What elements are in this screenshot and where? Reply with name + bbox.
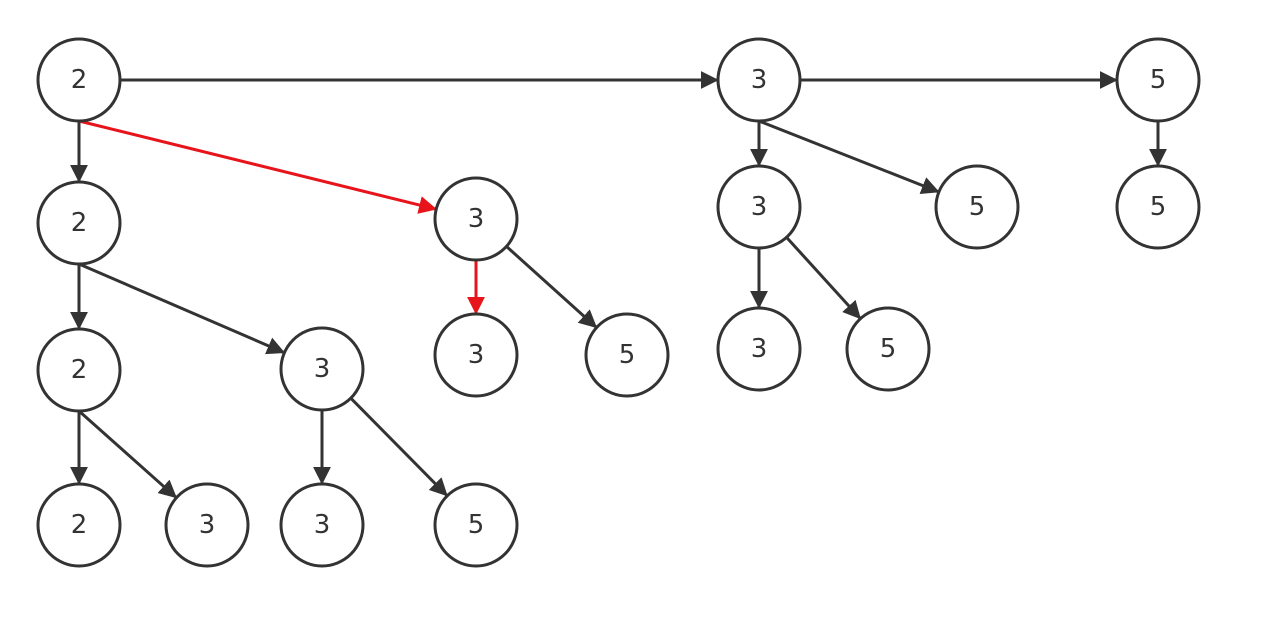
node-label: 3 [468,340,485,370]
node-circle [584,312,670,398]
node-circle [36,482,122,568]
tree-node-n8: 5 [1115,164,1201,250]
tree-node-n11: 3 [433,312,519,398]
node-circle [1115,37,1201,123]
node-label: 5 [619,340,636,370]
tree-node-n6: 3 [716,164,802,250]
node-label: 2 [71,355,88,385]
tree-node-n7: 5 [934,164,1020,250]
node-circle [279,482,365,568]
nodes-layer: 2 3 5 2 3 3 5 5 2 3 3 5 3 5 2 3 3 5 [36,37,1201,568]
highlighted-edge-n1-n5 [78,119,437,214]
tree-node-n12: 5 [584,312,670,398]
node-circle [934,164,1020,250]
node-circle [845,306,931,392]
tree-node-n13: 3 [716,306,802,392]
node-circle [36,37,122,123]
node-circle [164,482,250,568]
node-label: 3 [314,354,331,384]
node-circle [36,327,122,413]
edge-n10-n18 [349,397,448,497]
node-circle [716,37,802,123]
node-label: 5 [1150,192,1167,222]
node-label: 3 [751,334,768,364]
node-label: 3 [751,65,768,95]
node-label: 2 [71,65,88,95]
tree-node-n18: 5 [433,482,519,568]
node-label: 5 [468,510,485,540]
node-circle [433,176,519,262]
tree-node-n14: 5 [845,306,931,392]
node-circle [716,164,802,250]
node-circle [433,482,519,568]
tree-node-n5: 3 [433,176,519,262]
edge-n6-n14 [785,236,861,320]
node-circle [433,312,519,398]
tree-node-n10: 3 [279,326,365,412]
node-label: 5 [880,334,897,364]
tree-node-n4: 2 [36,180,122,266]
node-label: 5 [969,192,986,222]
node-label: 3 [468,204,485,234]
edge-n4-n10 [78,262,286,355]
node-label: 3 [751,192,768,222]
tree-node-n1: 2 [36,37,122,123]
node-circle [36,180,122,266]
tree-node-n17: 3 [279,482,365,568]
edges-layer [70,71,1167,499]
node-label: 2 [71,510,88,540]
tree-node-n16: 3 [164,482,250,568]
node-label: 3 [314,510,331,540]
tree-node-n2: 3 [716,37,802,123]
node-label: 5 [1150,65,1167,95]
node-circle [279,326,365,412]
node-label: 3 [199,510,216,540]
node-circle [1115,164,1201,250]
edge-n9-n16 [78,409,177,499]
edge-n2-n7 [758,119,940,195]
tree-node-n9: 2 [36,327,122,413]
edge-n5-n12 [505,245,598,329]
tree-node-n15: 2 [36,482,122,568]
node-label: 2 [71,208,88,238]
tree-node-n3: 5 [1115,37,1201,123]
node-circle [716,306,802,392]
